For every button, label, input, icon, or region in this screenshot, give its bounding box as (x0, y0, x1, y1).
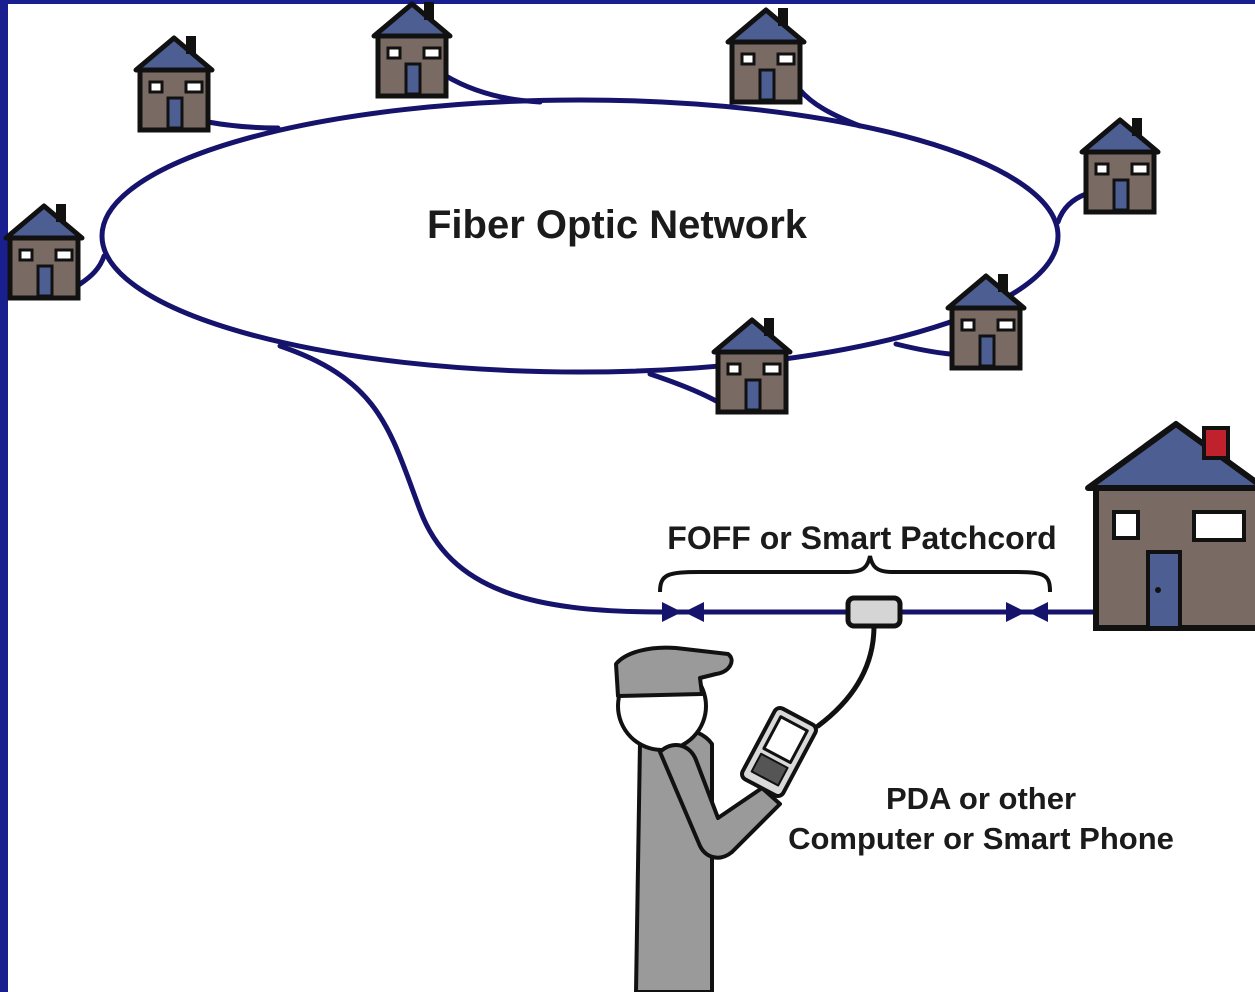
fiber-drop (797, 87, 863, 129)
device-label-line1: PDA or other (886, 781, 1076, 816)
fiber-drop (443, 73, 543, 105)
technician-figure (614, 645, 818, 992)
customer-house-icon (1085, 421, 1255, 631)
technician-arm (658, 743, 782, 860)
technician-cap (614, 645, 734, 698)
patchcord-connectors (662, 595, 1048, 629)
fiber-feed (277, 343, 665, 615)
fiber-drop (893, 341, 953, 357)
probe-cable (815, 623, 877, 729)
connector-left (662, 602, 682, 622)
network-label: Fiber Optic Network (427, 203, 808, 247)
fiber-drop (205, 119, 281, 131)
connector-right (1028, 602, 1048, 622)
patchcord-label: FOFF or Smart Patchcord (667, 520, 1056, 556)
fiber-ring (99, 97, 1061, 375)
slide-canvas (8, 4, 1255, 992)
connector-left (684, 602, 704, 622)
patchcord-brace (658, 555, 1052, 593)
smart-coupler (845, 595, 903, 629)
connector-right (1006, 602, 1026, 622)
device-label-line2: Computer or Smart Phone (788, 821, 1174, 856)
fiber-drop (647, 371, 721, 405)
fiber-drop (77, 253, 107, 287)
fiber-drop (1055, 191, 1089, 225)
pda-device-icon (740, 705, 818, 799)
